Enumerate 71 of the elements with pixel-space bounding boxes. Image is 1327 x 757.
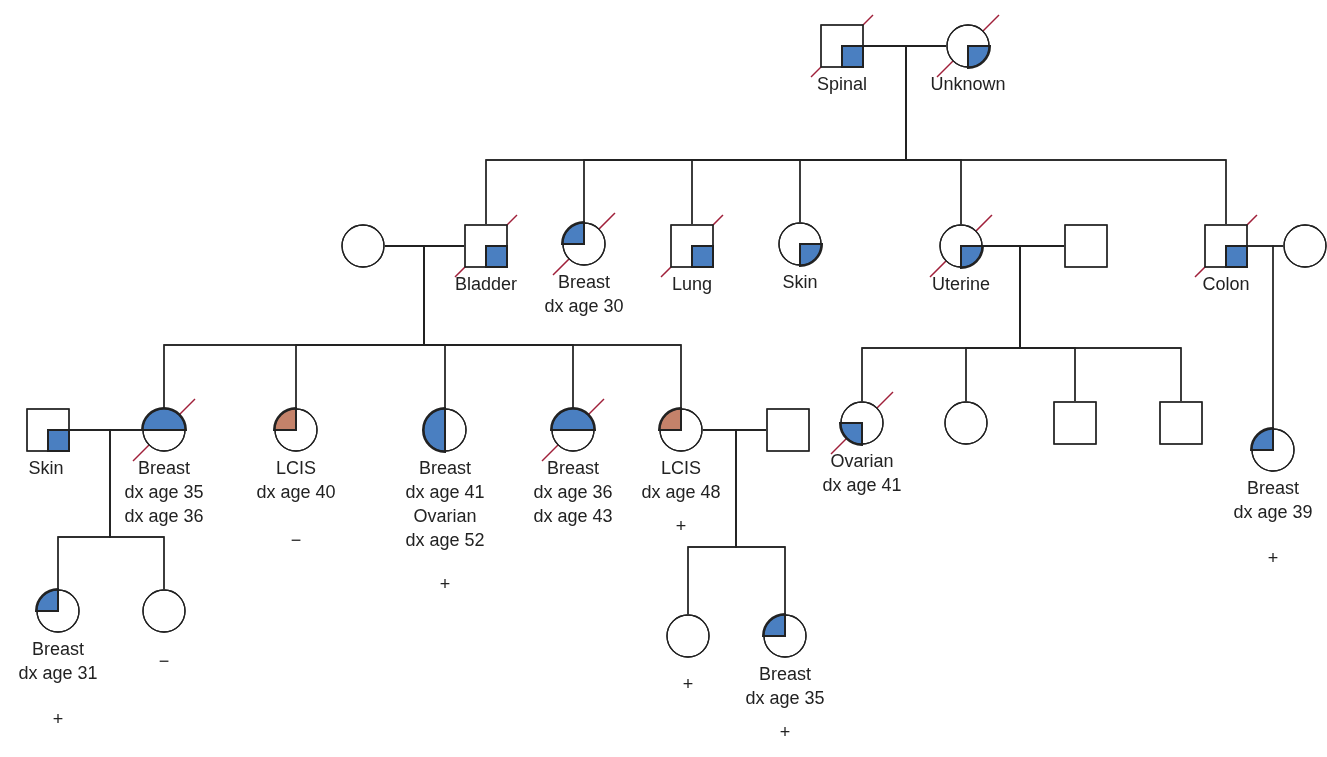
square-symbol [464, 224, 508, 268]
condition-label: Breast [547, 458, 599, 479]
square-symbol [670, 224, 714, 268]
circle-symbol [562, 222, 606, 266]
circle-symbol [551, 408, 595, 452]
condition-label: dx age 35 [745, 688, 825, 709]
circle-symbol [946, 24, 990, 68]
square-symbol [26, 408, 70, 452]
condition-label: Skin [782, 272, 818, 293]
square-symbol [1053, 401, 1097, 445]
condition-label: dx age 36 [533, 482, 613, 503]
condition-label: + [439, 574, 451, 595]
condition-label: Breast [32, 639, 84, 660]
condition-label: + [779, 722, 791, 743]
square-symbol [1064, 224, 1108, 268]
pedigree-line [109, 429, 165, 590]
condition-label: dx age 48 [641, 482, 721, 503]
condition-label: Spinal [817, 74, 867, 95]
condition-label: Uterine [932, 274, 990, 295]
condition-label: dx age 43 [533, 506, 613, 527]
condition-label: dx age 52 [405, 530, 485, 551]
circle-symbol [944, 401, 988, 445]
circle-symbol [939, 224, 983, 268]
circle-symbol [341, 224, 385, 268]
condition-label: Breast [138, 458, 190, 479]
pedigree-line [1019, 245, 1182, 402]
condition-label: Skin [28, 458, 64, 479]
circle-symbol [763, 614, 807, 658]
condition-label: Breast [419, 458, 471, 479]
circle-symbol [840, 401, 884, 445]
circle-symbol [423, 408, 467, 452]
circle-symbol [274, 408, 318, 452]
condition-label: LCIS [661, 458, 701, 479]
circle-symbol [659, 408, 703, 452]
condition-label: dx age 31 [18, 663, 98, 684]
condition-label: Lung [672, 274, 712, 295]
circle-symbol [666, 614, 710, 658]
condition-label: dx age 40 [256, 482, 336, 503]
condition-label: − [290, 530, 302, 551]
condition-label: Unknown [930, 74, 1006, 95]
condition-label: dx age 41 [822, 475, 902, 496]
condition-label: − [158, 651, 170, 672]
condition-label: dx age 30 [544, 296, 624, 317]
square-symbol [1159, 401, 1203, 445]
condition-label: + [682, 674, 694, 695]
condition-label: Ovarian [413, 506, 477, 527]
condition-label: Breast [759, 664, 811, 685]
condition-label: Breast [558, 272, 610, 293]
square-symbol [820, 24, 864, 68]
circle-symbol [142, 589, 186, 633]
circle-symbol [778, 222, 822, 266]
condition-label: dx age 35 [124, 482, 204, 503]
condition-label: Colon [1202, 274, 1250, 295]
condition-label: + [52, 709, 64, 730]
condition-label: dx age 41 [405, 482, 485, 503]
condition-label: + [675, 516, 687, 537]
condition-label: + [1267, 548, 1279, 569]
pedigree-line [735, 429, 786, 615]
condition-label: Breast [1247, 478, 1299, 499]
condition-label: dx age 39 [1233, 502, 1313, 523]
condition-label: Ovarian [830, 451, 894, 472]
circle-symbol [142, 408, 186, 452]
condition-label: LCIS [276, 458, 316, 479]
circle-symbol [1283, 224, 1327, 268]
square-symbol [766, 408, 810, 452]
square-symbol [1204, 224, 1248, 268]
circle-symbol [1251, 428, 1295, 472]
condition-label: dx age 36 [124, 506, 204, 527]
circle-symbol [36, 589, 80, 633]
pedigree-line [1272, 245, 1284, 429]
condition-label: Bladder [455, 274, 517, 295]
